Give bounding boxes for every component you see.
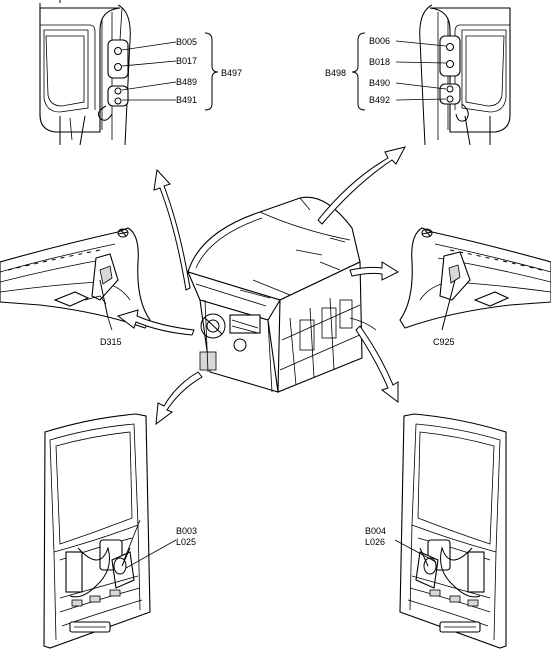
bracket-b498	[351, 32, 366, 111]
label-b489: B489	[176, 77, 197, 87]
label-b492: B492	[369, 95, 390, 105]
mid-left-dash-view	[0, 227, 151, 331]
mid-right-dash-view	[399, 227, 551, 331]
bottom-right-door-view	[399, 413, 507, 649]
label-b005: B005	[176, 37, 197, 47]
label-b003: B003	[176, 526, 197, 536]
leader-b004	[394, 539, 437, 563]
label-b491: B491	[176, 95, 197, 105]
pointer-arrows	[116, 146, 406, 426]
label-b006: B006	[369, 36, 390, 46]
label-b004: B004	[365, 526, 386, 536]
label-b490: B490	[369, 78, 390, 88]
label-b498: B498	[325, 68, 346, 78]
top-right-pillar-view	[395, 4, 511, 146]
top-left-pillar-view	[39, 0, 177, 146]
leader-b003	[125, 539, 177, 569]
label-b497: B497	[221, 68, 242, 78]
bracket-b497	[204, 32, 219, 111]
label-b017: B017	[176, 56, 197, 66]
center-cab-view	[187, 196, 363, 393]
label-d315: D315	[100, 337, 122, 347]
label-l026: L026	[365, 537, 385, 547]
label-b018: B018	[369, 57, 390, 67]
label-c925: C925	[433, 337, 455, 347]
bottom-left-door-view	[43, 413, 151, 649]
label-l025: L025	[176, 537, 196, 547]
